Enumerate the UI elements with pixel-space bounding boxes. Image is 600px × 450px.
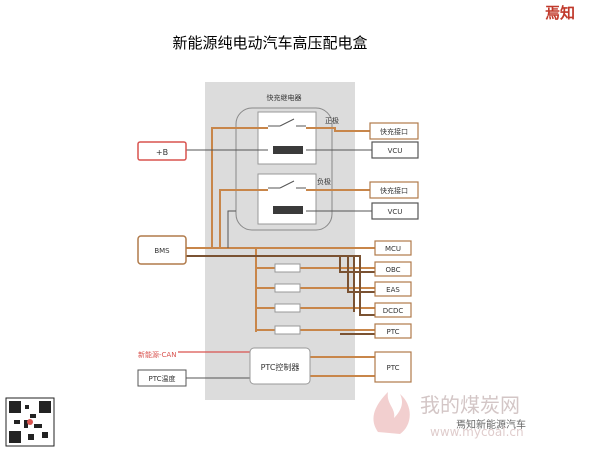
fuse — [274, 303, 301, 313]
vcu-box-2 — [371, 202, 419, 220]
vcu-box-1 — [371, 141, 419, 159]
vcu-label-1: VCU — [388, 147, 403, 155]
fast-charge-box-2 — [369, 181, 419, 199]
negative-label: 负极 — [317, 177, 331, 186]
relay-group-outline — [235, 107, 333, 231]
ptc-load-box — [374, 323, 412, 339]
fuses — [274, 263, 301, 335]
can-label: 新能源-CAN — [138, 350, 176, 359]
ptc-controller-wires — [310, 356, 375, 377]
eas-box — [374, 281, 412, 297]
signal-wires — [186, 149, 372, 379]
load-label-mcu: MCU — [385, 245, 401, 253]
mcu-box — [374, 240, 412, 256]
fast-charge-box-1 — [369, 122, 419, 140]
ptc-temp-box — [137, 369, 187, 387]
ptc-out-box — [374, 351, 412, 383]
relay-coil — [273, 146, 303, 154]
wechat-note: 焉知新能源汽车 — [456, 418, 526, 431]
negative-return-wires — [170, 255, 375, 335]
ptc-temp-label: PTC温度 — [149, 374, 176, 383]
relay-contact — [279, 118, 295, 127]
ptc-controller-box — [249, 347, 311, 385]
fuse — [274, 263, 301, 273]
fuse — [274, 325, 301, 335]
hv-wires — [170, 127, 375, 332]
bms-label: BMS — [154, 247, 170, 255]
watermark-url: www.mycoal.cn — [430, 425, 524, 439]
relay-contact — [279, 180, 295, 189]
relay-coil — [273, 206, 303, 214]
ptc-controller-label: PTC控制器 — [261, 362, 300, 372]
load-label-eas: EAS — [386, 286, 400, 294]
load-label-ptc: PTC — [387, 328, 400, 336]
positive-label: 正极 — [325, 116, 339, 125]
plus-b-box — [137, 141, 187, 161]
obc-box — [374, 261, 412, 277]
positive-relay — [257, 111, 317, 165]
relay-group-label: 快充继电器 — [267, 93, 302, 102]
plus-b-label: +B — [156, 148, 168, 157]
dcdc-box — [374, 302, 412, 318]
bms-box — [137, 235, 187, 265]
watermark: 我的煤炭网 www.mycoal.cn 焉知新能源汽车 — [373, 392, 526, 439]
fuse — [274, 283, 301, 293]
load-label-obc: OBC — [385, 266, 400, 274]
load-label-dcdc: DCDC — [383, 307, 404, 315]
fast-charge-label-2: 快充接口 — [380, 186, 408, 195]
negative-relay — [257, 173, 317, 225]
fast-charge-label-1: 快充接口 — [380, 127, 408, 136]
diagram-title: 新能源纯电动汽车高压配电盒 — [172, 34, 367, 52]
brand-logo: 焉知 — [545, 4, 575, 22]
watermark-text: 我的煤炭网 — [420, 393, 520, 417]
ptc-out-label: PTC — [387, 364, 400, 372]
vcu-label-2: VCU — [388, 208, 403, 216]
qr-code — [5, 397, 55, 447]
flame-icon — [373, 392, 410, 434]
